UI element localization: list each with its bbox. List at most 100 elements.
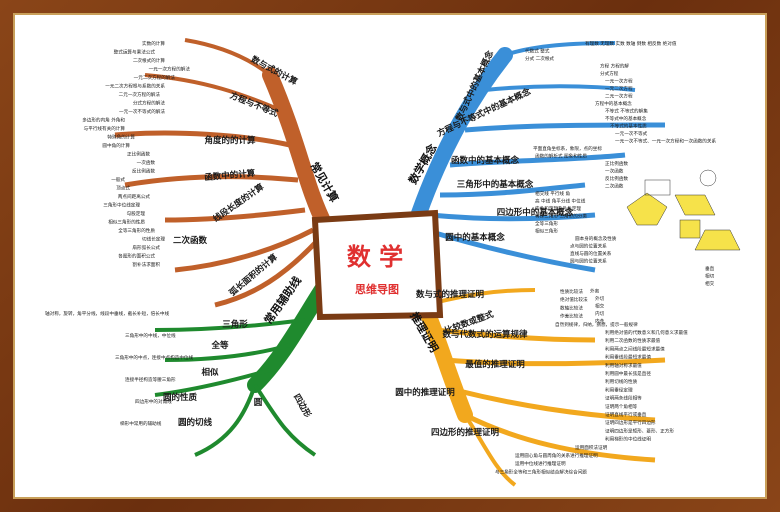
blue-leaf-1: 代数式 整式 — [525, 48, 550, 55]
green-leaf-3: 连接半径构造等腰三角形 — [125, 376, 176, 383]
yellow-leaf-3: 作差比较法 — [560, 313, 583, 320]
green-sub-1: 全等 — [210, 340, 229, 351]
yellow-branch-3 — [444, 357, 666, 367]
center-title: 数 学 — [347, 243, 403, 271]
orange-leaf-23: 切线长定理 — [142, 236, 165, 243]
blue-leaf-2: 分式 二次根式 — [525, 55, 554, 62]
square-shape — [679, 219, 701, 239]
yellow-leaf-1: 绝对值比较法 — [560, 296, 588, 303]
blue-leaf-12: 一元一次不等式 — [615, 130, 648, 137]
orange-leaf-19: 三角形中位线定理 — [103, 202, 140, 209]
center-subtitle: 思维导图 — [355, 282, 399, 296]
yellow-leaf-22: 与三角形全等和三角形相似结合解决综合问题 — [495, 468, 587, 475]
orange-leaf-13: 正比例函数 — [127, 151, 150, 158]
orange-sub-5: 二次函数 — [173, 235, 208, 246]
yellow-leaf-14: 证明两个角相等 — [605, 403, 638, 410]
green-sub-5: 圆的切线 — [178, 417, 213, 428]
orange-leaf-26: 割补法求面积 — [132, 261, 160, 268]
yellow-sub-2: 数与代数式的运算规律 — [442, 329, 528, 340]
yellow-leaf-10: 利用圆中最长弦是直径 — [605, 370, 651, 377]
blue-leaf-36: 内切 — [595, 310, 605, 317]
orange-leaf-16: 一般式 — [111, 176, 125, 183]
orange-leaf-4: 一元二次方程的解法 — [134, 74, 176, 81]
yellow-leaf-0: 性质比较法 — [560, 288, 583, 295]
yellow-leaf-4: 自然到规律，归纳，猜想，提示一般规律 — [555, 321, 638, 328]
green-leaf-2: 三角形中的中点，连接中点构造中位线 — [115, 354, 194, 361]
blue-leaf-32: 相交 — [705, 280, 715, 287]
yellow-leaf-6: 利用二次函数的性质求最值 — [605, 337, 661, 344]
blue-leaf-7: 二元一次方程 — [605, 93, 633, 100]
orange-leaf-14: 一次函数 — [137, 159, 156, 166]
blue-leaf-25: 相似三角形 — [535, 228, 558, 235]
green-leaf-0: 轴对称，旋转，角平分线，线段中垂线，截长补短，倍长中线 — [45, 310, 169, 317]
yellow-sub-5: 四边形的推理证明 — [431, 427, 500, 438]
blue-leaf-10: 不等式中的基本概念 — [605, 115, 647, 122]
orange-leaf-9: 多边形的内角 外角和 — [82, 117, 125, 124]
orange-leaf-1: 整式运算与乘法公式 — [114, 49, 156, 56]
green-sub-6: 四边形 — [291, 392, 314, 420]
green-branch-4 — [194, 384, 257, 457]
blue-leaf-6: 一元二次方程 — [605, 85, 633, 92]
center-frame — [311, 209, 444, 321]
orange-leaf-12: 圆中角的计算 — [102, 142, 130, 149]
geometry-shapes — [626, 169, 741, 251]
green-branch-3 — [154, 368, 271, 397]
orange-leaf-25: 各图形的面积公式 — [118, 253, 155, 260]
orange-branch-5 — [164, 207, 306, 223]
blue-leaf-21: 高 中线 角平分线 中位线 — [535, 198, 586, 205]
yellow-leaf-15: 证明直线平行或垂直 — [605, 411, 647, 418]
green-sub-4: 圆的性质 — [163, 392, 198, 403]
blue-leaf-18: 反比例函数 — [605, 175, 628, 182]
blue-branch-3 — [464, 122, 666, 133]
blue-leaf-20: 相交线 平行线 角 — [535, 190, 570, 197]
blue-leaf-31: 相切 — [705, 273, 715, 280]
orange-branch-3 — [114, 130, 291, 148]
blue-leaf-37: 内含 — [595, 318, 605, 325]
yellow-leaf-16: 证明四边形是平行四边形 — [605, 419, 656, 426]
yellow-leaf-7: 利用两点之间线段最短求最值 — [605, 345, 665, 352]
green-sub-0: 三角形 — [222, 319, 248, 330]
blue-sub-4: 四边形中的基本概念 — [497, 207, 574, 218]
yellow-leaf-17: 证明四边形是矩形、菱形、正方形 — [605, 427, 674, 434]
orange-leaf-0: 实数的计算 — [142, 40, 165, 47]
blue-leaf-17: 一次函数 — [605, 168, 624, 175]
mind-map-svg: 数 学 思维导图 常见计算 数学概念 常用辅助线 推理证明 数与式的计算方程与不… — [45, 38, 741, 487]
orange-leaf-22: 全等三角形的性质 — [118, 227, 155, 234]
trapezoid-shape — [694, 229, 741, 251]
green-leaf-5: 梯形中常用的辅助线 — [120, 420, 162, 427]
orange-leaf-20: 勾股定理 — [127, 210, 146, 217]
yellow-sub-0: 数与式的推理证明 — [416, 289, 485, 300]
orange-branch-4 — [124, 174, 299, 188]
yellow-leaf-21: 运用中位线进行推理证明 — [515, 460, 566, 467]
blue-branch-1 — [504, 41, 616, 57]
orange-leaf-10: 与平行线有关的计算 — [84, 125, 126, 132]
green-branch-5 — [253, 383, 317, 457]
green-leaf-4: 四边形中的对角线 — [135, 398, 172, 405]
yellow-branch-6 — [463, 413, 517, 487]
orange-leaf-17: 顶点式 — [116, 185, 130, 192]
blue-leaf-28: 直线与圆的位置关系 — [570, 250, 612, 257]
yellow-sub-4: 圆中的推理证明 — [395, 387, 455, 398]
yellow-branch-2 — [434, 327, 596, 343]
blue-trunk — [407, 47, 513, 233]
orange-leaf-24: 扇形弧长公式 — [132, 244, 160, 251]
blue-sub-2: 函数中的基本概念 — [451, 155, 520, 166]
blue-leaf-34: 外切 — [595, 295, 605, 302]
circle-shape — [699, 169, 717, 187]
orange-branch-6 — [174, 227, 315, 273]
yellow-branch-4 — [454, 387, 656, 423]
orange-sub-2: 角度的的计算 — [204, 135, 256, 146]
yellow-leaf-12: 利用垂径定理 — [605, 386, 633, 393]
yellow-leaf-13: 证明两条线段相等 — [605, 395, 642, 402]
orange-leaf-21: 相似三角形的性质 — [108, 219, 145, 226]
blue-leaf-16: 正比例函数 — [605, 160, 628, 167]
blue-branch-5 — [439, 182, 586, 198]
yellow-leaf-20: 运用圆心角与圆周角的关系进行推理证明 — [515, 452, 598, 459]
blue-leaf-24: 全等三角形 — [535, 220, 558, 227]
blue-leaf-8: 方程中的基本概念 — [595, 100, 632, 107]
blue-leaf-29: 圆与圆的位置关系 — [570, 258, 607, 265]
orange-leaf-2: 二次根式的计算 — [133, 57, 166, 64]
center-node: 数 学 思维导图 — [311, 209, 444, 321]
green-branch-1 — [154, 318, 306, 332]
